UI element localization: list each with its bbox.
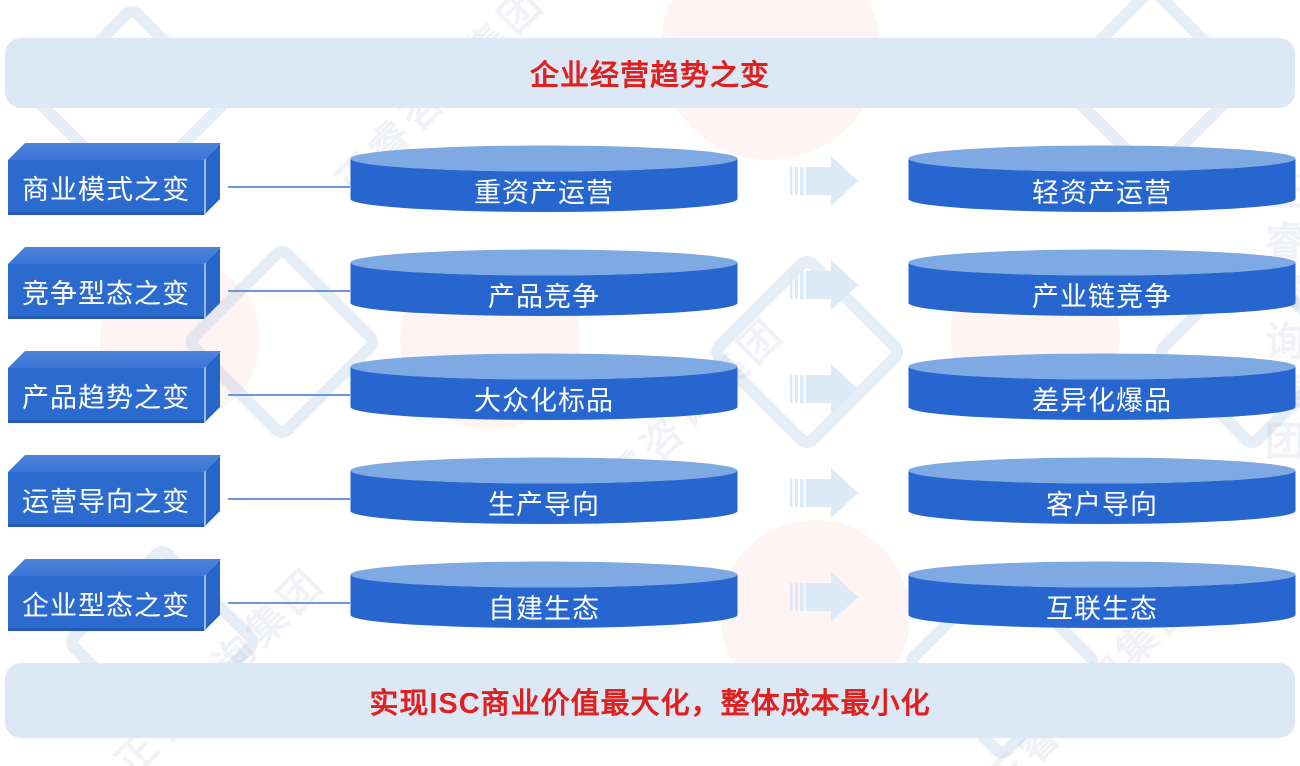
right-arrow-icon bbox=[790, 364, 858, 414]
box-top-face bbox=[8, 559, 221, 576]
box-front-face: 运营导向之变 bbox=[8, 472, 204, 527]
from-label: 大众化标品 bbox=[474, 386, 614, 416]
from-cylinder: 大众化标品 bbox=[350, 353, 738, 421]
from-cylinder: 产品竞争 bbox=[350, 249, 738, 317]
trend-row: 运营导向之变 生产导向 bbox=[0, 452, 1300, 556]
right-arrow-icon bbox=[790, 156, 858, 206]
to-label: 产业链竞争 bbox=[1032, 282, 1172, 312]
to-cylinder: 互联生态 bbox=[908, 561, 1296, 629]
cylinder-shape-icon bbox=[908, 457, 1296, 524]
box-front-face: 企业型态之变 bbox=[8, 576, 204, 631]
category-label: 企业型态之变 bbox=[22, 591, 190, 621]
page-title: 企业经营趋势之变 bbox=[529, 60, 770, 92]
to-label: 互联生态 bbox=[1046, 594, 1158, 624]
connector-line bbox=[228, 394, 350, 396]
cylinder-shape-icon bbox=[908, 145, 1296, 212]
to-label: 轻资产运营 bbox=[1032, 178, 1172, 208]
from-label: 产品竞争 bbox=[488, 282, 600, 312]
from-cylinder: 自建生态 bbox=[350, 561, 738, 629]
trend-row: 企业型态之变 自建生态 bbox=[0, 556, 1300, 660]
connector-line bbox=[228, 498, 350, 500]
cylinder-shape-icon bbox=[350, 353, 738, 420]
from-label: 自建生态 bbox=[488, 594, 600, 624]
box-top-face bbox=[8, 455, 221, 472]
bottom-banner: 实现ISC商业价值最大化，整体成本最小化 bbox=[5, 663, 1295, 738]
box-top-face bbox=[8, 351, 221, 368]
to-label: 差异化爆品 bbox=[1032, 386, 1172, 416]
box-front-face: 竞争型态之变 bbox=[8, 264, 204, 319]
cylinder-shape-icon bbox=[350, 561, 738, 628]
footer-title: 实现ISC商业价值最大化，整体成本最小化 bbox=[369, 687, 931, 720]
cylinder-shape-icon bbox=[908, 249, 1296, 316]
cylinder-shape-icon bbox=[908, 353, 1296, 420]
to-cylinder: 差异化爆品 bbox=[908, 353, 1296, 421]
category-label: 商业模式之变 bbox=[22, 175, 190, 205]
category-box: 运营导向之变 bbox=[8, 455, 221, 527]
category-label: 产品趋势之变 bbox=[22, 383, 190, 413]
box-front-face: 产品趋势之变 bbox=[8, 368, 204, 423]
trend-row: 竞争型态之变 产品竞争 bbox=[0, 244, 1300, 348]
from-label: 生产导向 bbox=[488, 490, 600, 520]
to-cylinder: 产业链竞争 bbox=[908, 249, 1296, 317]
cylinder-shape-icon bbox=[350, 145, 738, 212]
category-box: 竞争型态之变 bbox=[8, 247, 221, 319]
to-label: 客户导向 bbox=[1046, 490, 1158, 520]
category-box: 产品趋势之变 bbox=[8, 351, 221, 423]
box-front-face: 商业模式之变 bbox=[8, 160, 204, 215]
cylinder-shape-icon bbox=[350, 249, 738, 316]
connector-line bbox=[228, 290, 350, 292]
box-top-face bbox=[8, 143, 221, 160]
trend-row: 商业模式之变 重资产运营 bbox=[0, 140, 1300, 244]
to-cylinder: 轻资产运营 bbox=[908, 145, 1296, 213]
right-arrow-icon bbox=[790, 572, 858, 622]
trend-row: 产品趋势之变 大众化标品 bbox=[0, 348, 1300, 452]
category-label: 运营导向之变 bbox=[22, 487, 190, 517]
category-box: 商业模式之变 bbox=[8, 143, 221, 215]
right-arrow-icon bbox=[790, 260, 858, 310]
cylinder-shape-icon bbox=[350, 457, 738, 524]
right-arrow-icon bbox=[790, 468, 858, 518]
category-label: 竞争型态之变 bbox=[22, 279, 190, 309]
connector-line bbox=[228, 602, 350, 604]
from-label: 重资产运营 bbox=[474, 178, 614, 208]
category-box: 企业型态之变 bbox=[8, 559, 221, 631]
box-top-face bbox=[8, 247, 221, 264]
cylinder-shape-icon bbox=[908, 561, 1296, 628]
top-banner: 企业经营趋势之变 bbox=[5, 38, 1295, 108]
from-cylinder: 生产导向 bbox=[350, 457, 738, 525]
to-cylinder: 客户导向 bbox=[908, 457, 1296, 525]
from-cylinder: 重资产运营 bbox=[350, 145, 738, 213]
connector-line bbox=[228, 186, 350, 188]
